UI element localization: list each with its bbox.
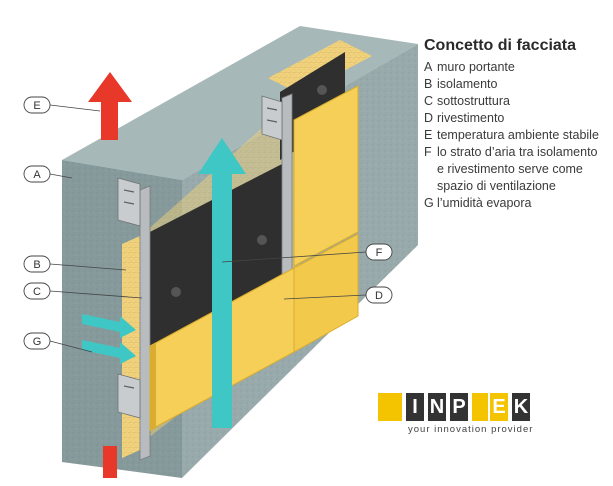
anchor-dowel-icon — [171, 287, 181, 297]
callout-g: G — [23, 332, 51, 350]
callout-b-label: B — [33, 259, 40, 271]
legend-item-letter: F — [424, 145, 432, 159]
bracket — [261, 95, 283, 141]
callout-a: A — [23, 165, 51, 183]
logo-letter: E — [490, 393, 508, 421]
logo-tagline: your innovation provider — [408, 424, 534, 435]
logo-letter: P — [450, 393, 468, 421]
callout-d-label: D — [375, 290, 383, 302]
legend-item-letter: D — [424, 111, 434, 125]
legend-item-letter: E — [424, 128, 433, 142]
legend-item-text: sottostruttura — [437, 94, 510, 108]
legend-item-letter: G — [424, 196, 434, 210]
callout-c-label: C — [33, 286, 41, 298]
airflow-arrow — [198, 138, 246, 428]
callout-b: B — [23, 255, 51, 273]
legend-item-text: temperatura ambiente stabile — [437, 128, 599, 142]
legend-item-text: l’umidità evapora — [437, 196, 532, 210]
warm-air-arrow — [88, 72, 132, 478]
moisture-arrow — [82, 314, 136, 364]
legend-title: Concetto di facciata — [424, 37, 577, 54]
callout-c: C — [23, 282, 51, 300]
logo-accent-block — [378, 393, 402, 421]
callout-f: F — [365, 243, 393, 261]
callout-e: E — [23, 96, 51, 114]
legend-item-text: lo strato d’aria tra isolamento e rivest… — [437, 145, 598, 193]
callout-e-label: E — [33, 100, 40, 112]
legend-item-text: isolamento — [437, 77, 498, 91]
callout-f-label: F — [376, 247, 383, 259]
callout-lines — [49, 104, 367, 353]
anchor-dowel-icon — [317, 85, 327, 95]
bracket — [117, 177, 141, 227]
logo-letter: I — [406, 393, 424, 421]
legend-item-letter: A — [424, 60, 433, 74]
anchor-dowel-icon — [257, 235, 267, 245]
legend-item-text: muro portante — [437, 60, 515, 74]
bracket — [117, 373, 141, 419]
legend-item-text: rivestimento — [437, 111, 505, 125]
callout-d: D — [365, 286, 393, 304]
callout-a-label: A — [33, 169, 41, 181]
logo-letter: N — [428, 393, 446, 421]
logo-accent-block — [472, 393, 488, 421]
callout-g-label: G — [33, 336, 42, 348]
legend-item-letter: B — [424, 77, 433, 91]
legend-item-letter: C — [424, 94, 434, 108]
logo-letter: K — [512, 393, 530, 421]
